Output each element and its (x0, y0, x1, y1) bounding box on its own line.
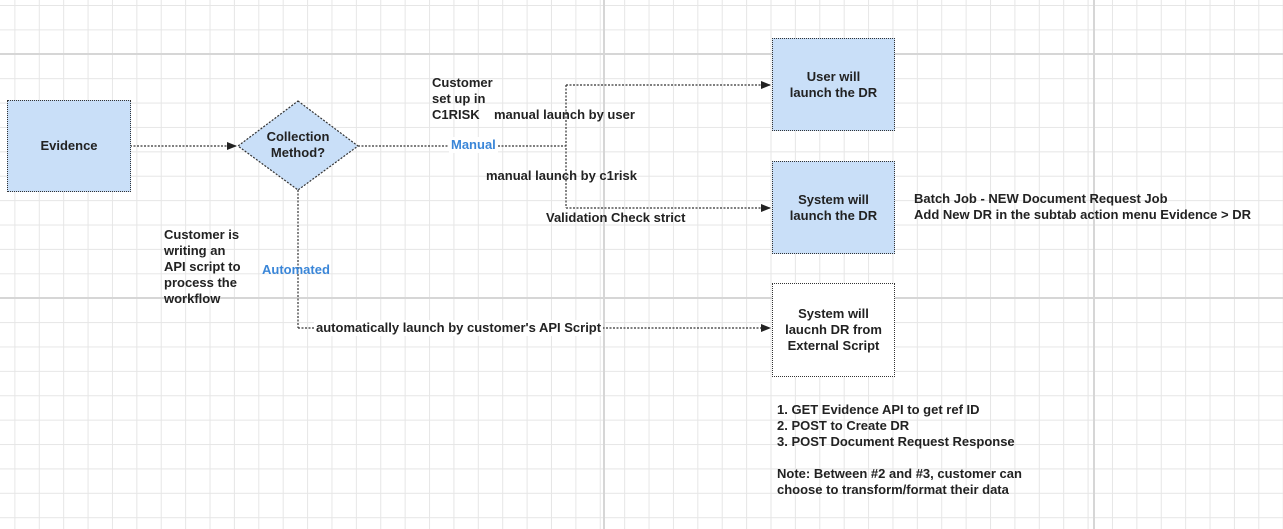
manual-launch-c1risk-label: manual launch by c1risk (486, 168, 638, 183)
manual-edge-label: Manual (449, 137, 498, 153)
automated-edge-label: Automated (262, 262, 330, 277)
evidence-node[interactable]: Evidence (7, 100, 131, 192)
external-script-node[interactable]: System will laucnh DR from External Scri… (772, 283, 895, 377)
grid-line (1093, 0, 1095, 529)
api-steps-note: 1. GET Evidence API to get ref ID 2. POS… (777, 402, 1022, 497)
auto-launch-api-label: automatically launch by customer's API S… (314, 320, 604, 336)
system-launch-node[interactable]: System will launch the DR (772, 161, 895, 254)
grid-line (603, 0, 605, 529)
validation-check-label: Validation Check strict (546, 210, 686, 225)
manual-launch-user-label: manual launch by user (494, 107, 635, 122)
customer-api-note: Customer is writing an API script to pro… (164, 227, 241, 306)
collection-method-label: Collection Method? (266, 129, 330, 160)
decision-diamond (236, 100, 360, 191)
user-launch-node[interactable]: User will launch the DR (772, 38, 895, 131)
customer-setup-note: Customer set up in C1RISK (432, 75, 493, 122)
grid-line (0, 297, 1283, 299)
batch-job-note: Batch Job - NEW Document Request Job Add… (914, 191, 1251, 222)
grid-line (0, 53, 1283, 55)
